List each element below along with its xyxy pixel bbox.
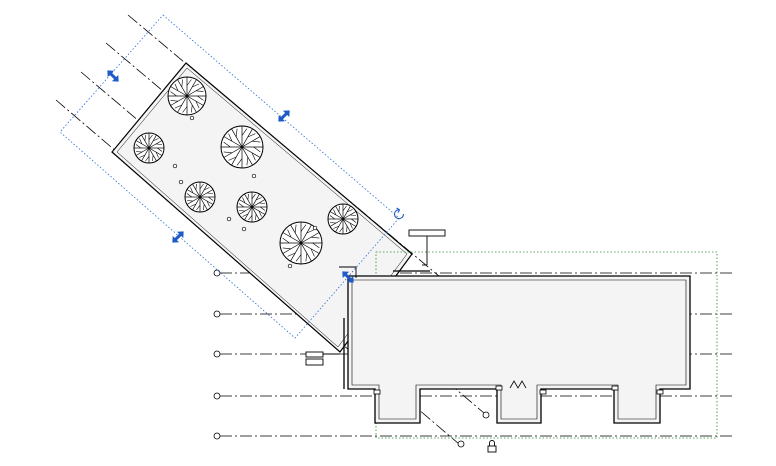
fixture[interactable] bbox=[539, 389, 547, 395]
tree-plan-icon[interactable] bbox=[236, 191, 268, 223]
light-point[interactable] bbox=[312, 225, 318, 231]
main-wing-inner-wall bbox=[351, 279, 687, 420]
light-point[interactable] bbox=[287, 263, 293, 269]
tag-leader bbox=[339, 266, 357, 278]
grid-bubble-icon[interactable] bbox=[457, 440, 465, 448]
tree-plan-icon[interactable] bbox=[327, 203, 359, 235]
annotation-tags bbox=[305, 229, 446, 366]
fixture[interactable] bbox=[495, 385, 503, 391]
light-point[interactable] bbox=[251, 173, 257, 179]
grid-bubble-icon[interactable] bbox=[213, 269, 221, 277]
rotated-wing-inner-edge bbox=[116, 67, 408, 348]
double-arrow-icon[interactable] bbox=[275, 107, 293, 125]
light-points bbox=[172, 115, 318, 269]
light-point[interactable] bbox=[241, 226, 247, 232]
grid-bubble-icon[interactable] bbox=[482, 411, 490, 419]
grid-bubble-icon[interactable] bbox=[213, 350, 221, 358]
main-wing[interactable] bbox=[343, 270, 691, 424]
main-wing-floor[interactable] bbox=[347, 275, 691, 424]
double-arrow-icon[interactable] bbox=[104, 67, 122, 85]
light-point[interactable] bbox=[189, 115, 195, 121]
fixture[interactable] bbox=[509, 380, 527, 389]
light-point[interactable] bbox=[226, 216, 232, 222]
tag-left[interactable] bbox=[305, 351, 324, 358]
tree-plan-icon[interactable] bbox=[184, 181, 216, 213]
fixture[interactable] bbox=[611, 385, 619, 391]
crop-region-rotated[interactable] bbox=[59, 14, 400, 339]
drag-control-arrows bbox=[104, 67, 357, 286]
fixture[interactable] bbox=[656, 389, 664, 395]
fixture[interactable] bbox=[373, 389, 381, 395]
tag-left[interactable] bbox=[305, 358, 324, 366]
tree-plan-icon[interactable] bbox=[167, 76, 207, 116]
grid-bubbles-left bbox=[213, 269, 221, 440]
tree-plan-icon[interactable] bbox=[220, 125, 264, 169]
lock-icon[interactable] bbox=[487, 440, 497, 453]
double-arrow-icon[interactable] bbox=[169, 228, 187, 246]
light-point[interactable] bbox=[178, 179, 184, 185]
rotate-icon[interactable] bbox=[393, 207, 405, 220]
tree-plan-icon[interactable] bbox=[133, 132, 165, 164]
grid-bubble-icon[interactable] bbox=[213, 310, 221, 318]
tag-top-right[interactable] bbox=[408, 229, 446, 237]
grid-bubble-icon[interactable] bbox=[213, 432, 221, 440]
light-point[interactable] bbox=[172, 163, 178, 169]
tree-plan-icon[interactable] bbox=[279, 221, 323, 265]
scope-box[interactable] bbox=[375, 251, 718, 439]
door-fixtures bbox=[373, 380, 664, 395]
grid-bubble-icon[interactable] bbox=[213, 392, 221, 400]
double-arrow-icon[interactable] bbox=[339, 268, 357, 286]
trees bbox=[133, 76, 359, 265]
